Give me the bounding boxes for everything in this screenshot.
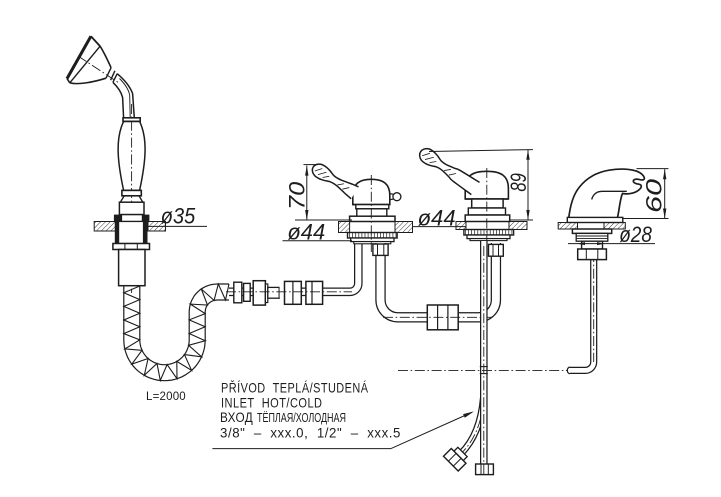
svg-text:ТЁПЛАЯ/ХОЛОДНАЯ: ТЁПЛАЯ/ХОЛОДНАЯ xyxy=(257,410,346,425)
svg-text:INLET HOT/COLD: INLET HOT/COLD xyxy=(221,395,323,411)
svg-text:60: 60 xyxy=(642,178,667,213)
svg-text:ø35: ø35 xyxy=(161,204,196,229)
svg-text:L=2000: L=2000 xyxy=(146,391,186,403)
svg-text:ø28: ø28 xyxy=(619,222,652,247)
svg-text:89: 89 xyxy=(506,173,531,192)
svg-text:ВХОД: ВХОД xyxy=(220,409,253,425)
svg-text:70: 70 xyxy=(284,181,309,210)
svg-text:PŘÍVOD TEPLÁ/STUDENÁ: PŘÍVOD TEPLÁ/STUDENÁ xyxy=(221,380,369,396)
svg-text:3/8" – xxx.0, 1/2" – xxx.: 3/8" – xxx.0, 1/2" – xxx.5 xyxy=(220,425,401,441)
